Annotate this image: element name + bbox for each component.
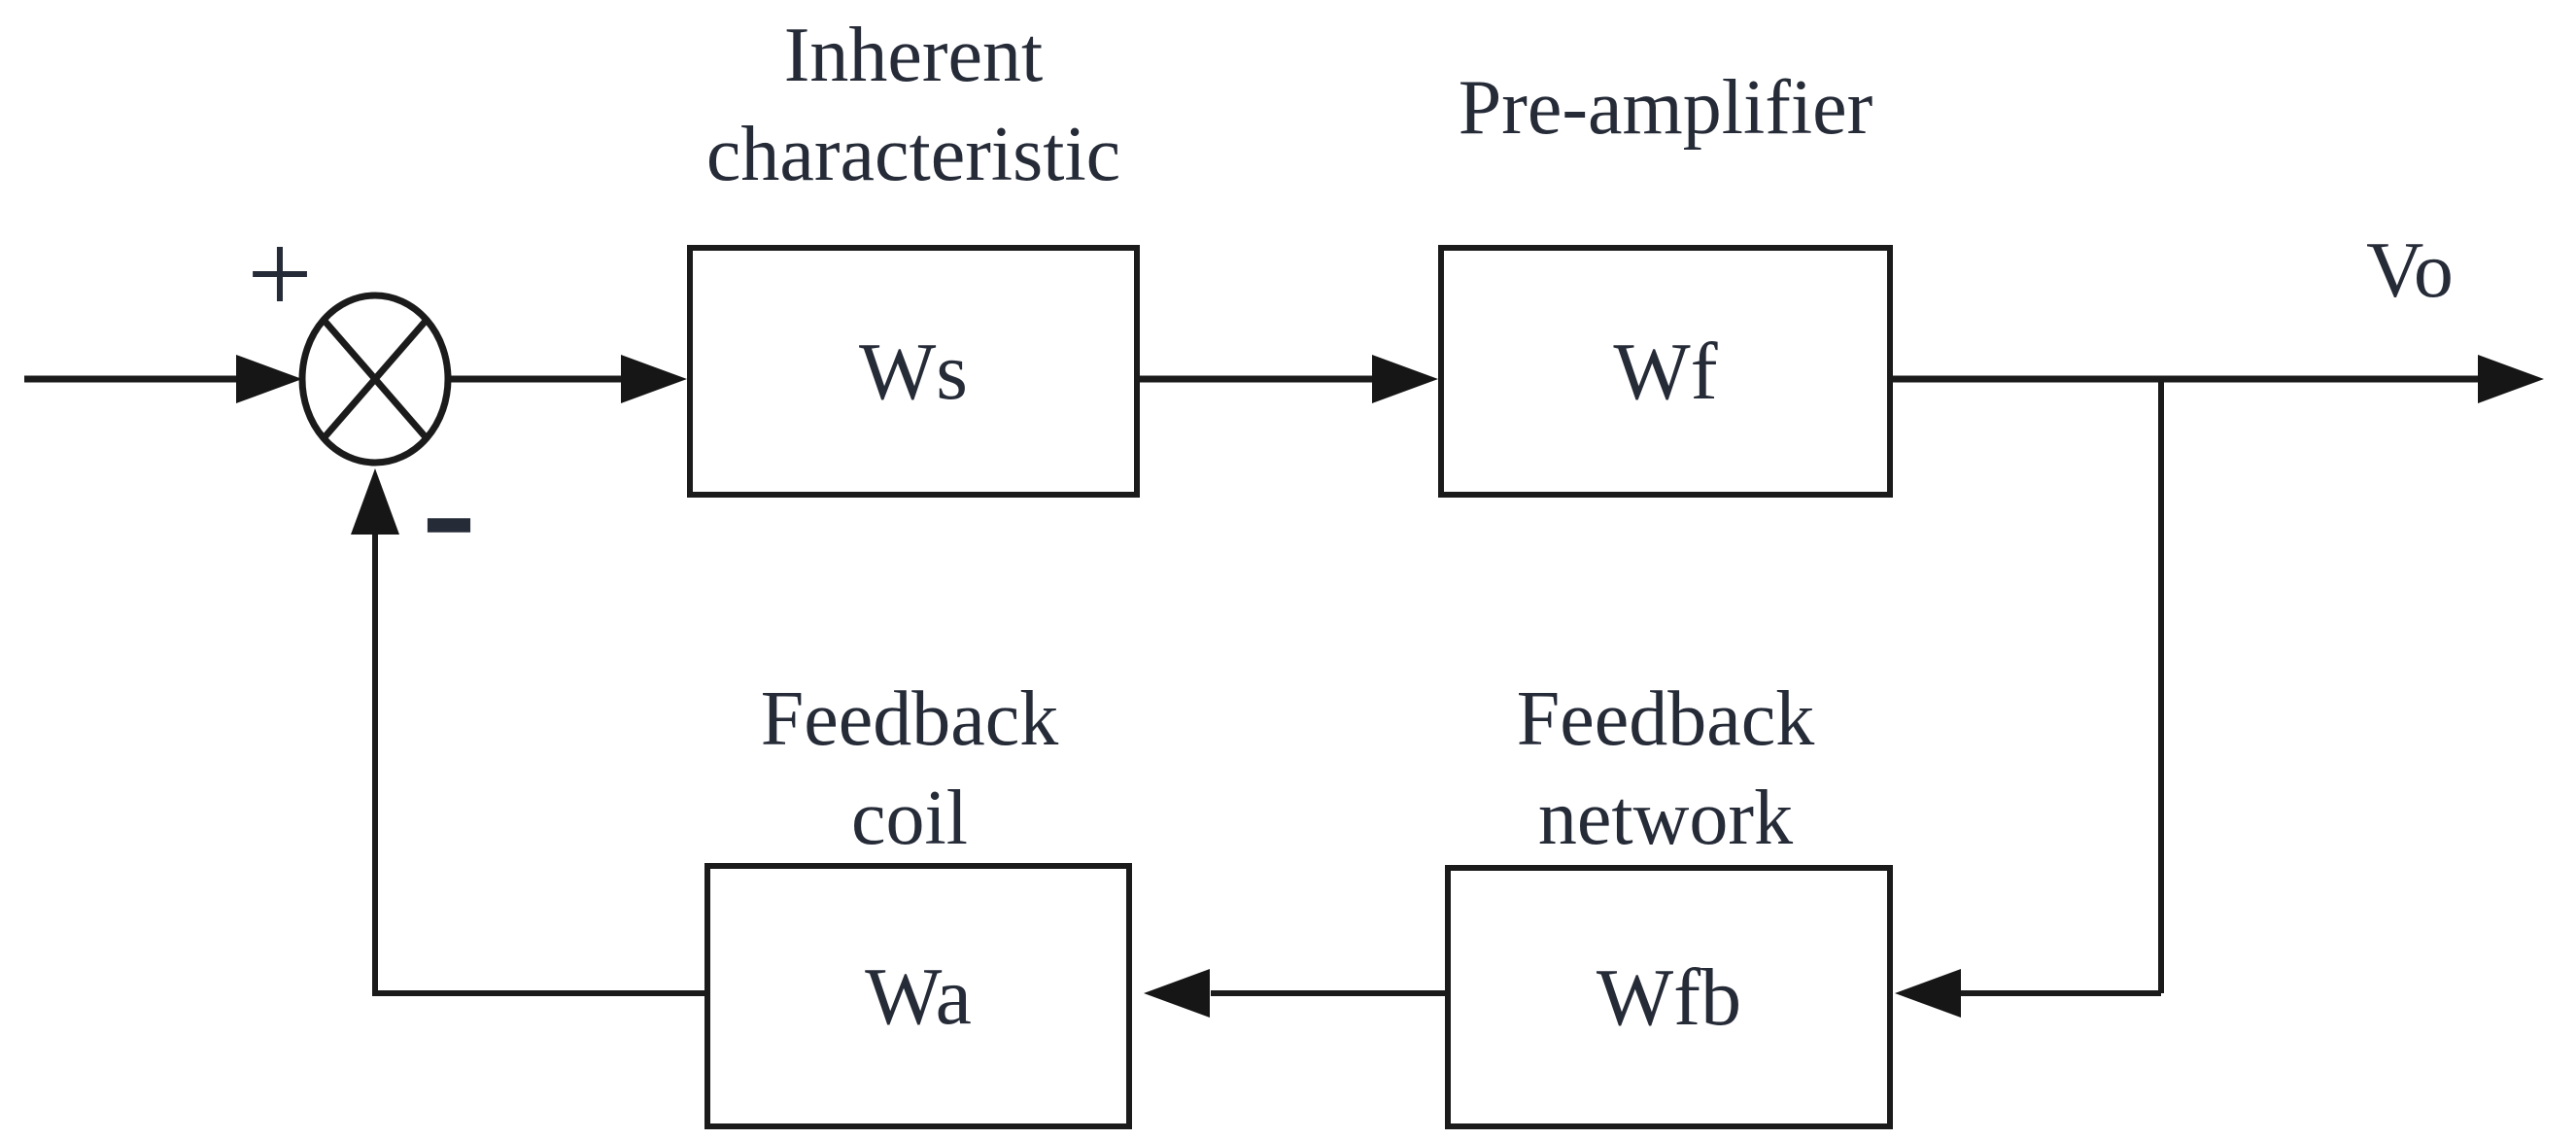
block-wf: Wf: [1438, 245, 1893, 498]
caption-feedback-coil: Feedback coil: [760, 676, 1059, 862]
caption-feedback-network: Feedback network: [1516, 676, 1815, 862]
arrowhead-into-wfb-icon: [1895, 969, 1961, 1018]
wire-wa-to-sum: [372, 533, 704, 996]
block-ws-symbol: Ws: [859, 326, 968, 417]
block-wf-symbol: Wf: [1613, 326, 1718, 417]
arrowhead-into-sum-bottom-icon: [351, 468, 399, 535]
block-wfb: Wfb: [1445, 865, 1893, 1129]
block-wfb-symbol: Wfb: [1596, 951, 1742, 1043]
summing-junction-cross-icon: [321, 317, 429, 441]
caption-inherent-characteristic: Inherent characteristic: [705, 13, 1121, 198]
arrowhead-output-icon: [2478, 355, 2544, 403]
minus-sign: -: [421, 417, 477, 601]
plus-sign: +: [247, 209, 313, 338]
caption-pre-amplifier: Pre-amplifier: [1458, 65, 1873, 151]
arrowhead-into-wa-icon: [1144, 969, 1210, 1018]
block-ws: Ws: [687, 245, 1140, 498]
arrowhead-into-sum-icon: [236, 355, 302, 403]
block-wa: Wa: [704, 863, 1132, 1129]
output-label-vo: Vo: [2366, 225, 2454, 314]
arrowhead-into-ws-icon: [621, 355, 687, 403]
block-wa-symbol: Wa: [865, 950, 972, 1042]
arrowhead-into-wf-icon: [1372, 355, 1438, 403]
